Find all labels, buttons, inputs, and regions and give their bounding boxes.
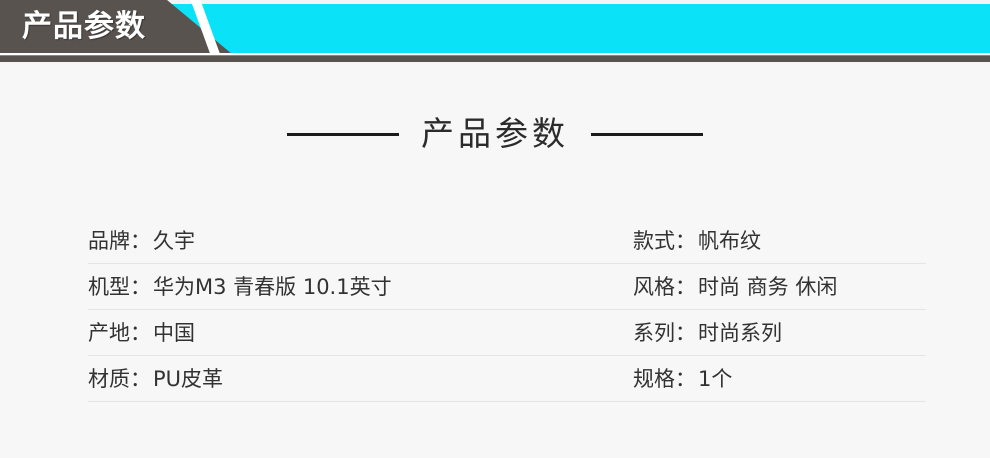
- table-row: 材质： PU皮革 规格： 1个: [88, 356, 926, 402]
- heading-rule-left: [287, 132, 399, 136]
- spec-label: 规格：: [633, 366, 696, 391]
- section-heading-text: 产品参数: [421, 114, 569, 153]
- banner-bottom-bar: [0, 55, 990, 62]
- section-heading: 产品参数: [0, 112, 990, 156]
- spec-cell-series: 系列： 时尚系列: [633, 318, 926, 348]
- spec-cell-brand: 品牌： 久宇: [88, 226, 633, 256]
- spec-label: 系列：: [633, 320, 696, 345]
- spec-cell-quantity: 规格： 1个: [633, 364, 926, 394]
- spec-value: 中国: [153, 320, 195, 345]
- spec-cell-fashion-style: 风格： 时尚 商务 休闲: [633, 272, 926, 302]
- table-row: 产地： 中国 系列： 时尚系列: [88, 310, 926, 356]
- spec-value: 久宇: [153, 228, 195, 253]
- spec-label: 机型：: [88, 274, 151, 299]
- spec-label: 品牌：: [88, 228, 151, 253]
- table-row: 机型： 华为M3 青春版 10.1英寸 风格： 时尚 商务 休闲: [88, 264, 926, 310]
- banner-white-separator: [0, 53, 990, 55]
- spec-cell-material: 材质： PU皮革: [88, 364, 633, 394]
- banner-top-highlight: [0, 0, 990, 4]
- spec-cell-origin: 产地： 中国: [88, 318, 633, 348]
- spec-value: 帆布纹: [698, 228, 761, 253]
- spec-label: 产地：: [88, 320, 151, 345]
- spec-cell-style: 款式： 帆布纹: [633, 226, 926, 256]
- page-banner: 产品参数: [0, 0, 990, 62]
- heading-rule-right: [591, 132, 703, 136]
- spec-value: 时尚 商务 休闲: [698, 274, 838, 299]
- spec-label: 材质：: [88, 366, 151, 391]
- banner-title: 产品参数: [22, 9, 146, 44]
- spec-value: 华为M3 青春版 10.1英寸: [153, 274, 392, 299]
- banner-bottom-bar-highlight: [0, 55, 990, 56]
- spec-value: PU皮革: [153, 366, 224, 391]
- spec-table: 品牌： 久宇 款式： 帆布纹 机型： 华为M3 青春版 10.1英寸 风格： 时…: [88, 218, 926, 402]
- spec-label: 风格：: [633, 274, 696, 299]
- spec-cell-model: 机型： 华为M3 青春版 10.1英寸: [88, 272, 633, 302]
- spec-label: 款式：: [633, 228, 696, 253]
- spec-value: 时尚系列: [698, 320, 782, 345]
- spec-value: 1个: [698, 366, 733, 391]
- table-row: 品牌： 久宇 款式： 帆布纹: [88, 218, 926, 264]
